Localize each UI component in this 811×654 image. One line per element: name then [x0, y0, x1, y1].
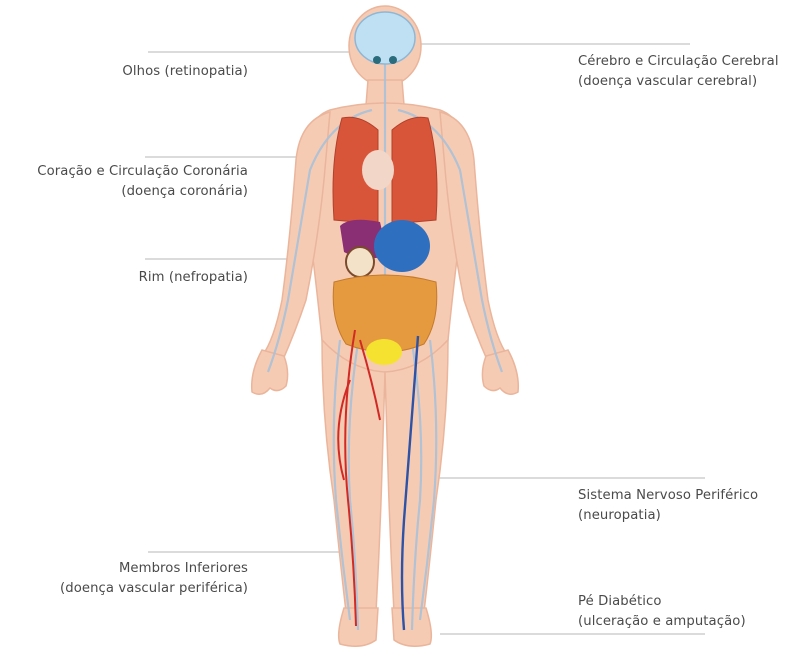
label-nerves: Sistema Nervoso Periférico (neuropatia): [578, 486, 811, 526]
label-nerves-line1: Sistema Nervoso Periférico: [578, 486, 811, 506]
label-eyes-line1: Olhos (retinopatia): [0, 62, 248, 82]
label-brain-line1: Cérebro e Circulação Cerebral: [578, 52, 811, 72]
label-heart-line2: (doença coronária): [0, 182, 248, 202]
eye-left: [373, 56, 381, 64]
label-kidney-line1: Rim (nefropatia): [0, 268, 248, 288]
label-kidney: Rim (nefropatia): [0, 268, 248, 288]
label-foot-line2: (ulceração e amputação): [578, 612, 811, 632]
label-legs-line1: Membros Inferiores: [0, 559, 248, 579]
stomach-shape: [374, 220, 430, 272]
label-legs: Membros Inferiores (doença vascular peri…: [0, 559, 248, 599]
heart-shape: [362, 150, 394, 190]
label-heart: Coração e Circulação Coronária (doença c…: [0, 162, 248, 202]
label-brain: Cérebro e Circulação Cerebral (doença va…: [578, 52, 811, 92]
label-nerves-line2: (neuropatia): [578, 506, 811, 526]
label-foot: Pé Diabético (ulceração e amputação): [578, 592, 811, 632]
kidney-shape: [346, 247, 374, 277]
label-foot-line1: Pé Diabético: [578, 592, 811, 612]
eye-right: [389, 56, 397, 64]
bladder-shape: [366, 339, 402, 365]
label-eyes: Olhos (retinopatia): [0, 62, 248, 82]
label-brain-line2: (doença vascular cerebral): [578, 72, 811, 92]
lung-right: [392, 117, 437, 224]
brain-shape: [355, 12, 415, 64]
label-legs-line2: (doença vascular periférica): [0, 579, 248, 599]
label-heart-line1: Coração e Circulação Coronária: [0, 162, 248, 182]
